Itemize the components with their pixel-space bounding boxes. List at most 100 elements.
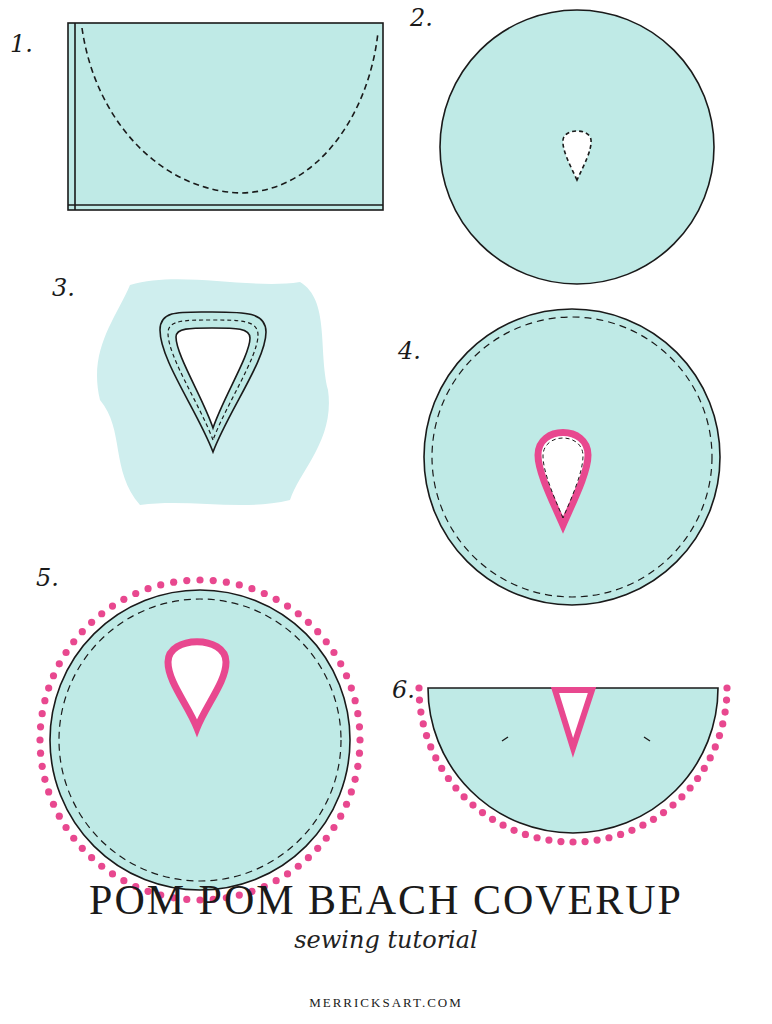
folded-fabric: [68, 23, 383, 210]
pom-pom: [356, 736, 363, 743]
website: MERRICKSART.COM: [309, 995, 463, 1011]
pom-pom: [120, 596, 127, 603]
pom-pom: [41, 697, 48, 704]
pom-pom: [323, 638, 330, 645]
pom-pom: [719, 720, 726, 727]
pom-pom: [461, 793, 468, 800]
pom-pom: [50, 672, 57, 679]
pom-pom: [210, 577, 217, 584]
pom-pom: [417, 708, 424, 715]
pom-pom: [337, 813, 344, 820]
pom-pom: [50, 801, 57, 808]
pom-pom: [37, 750, 44, 757]
pom-pom: [545, 837, 552, 844]
pom-pom: [569, 838, 576, 845]
pom-pom: [712, 743, 719, 750]
pom-pom: [716, 732, 723, 739]
pom-pom: [639, 822, 646, 829]
pom-pom: [323, 835, 330, 842]
pom-pom: [694, 775, 701, 782]
pom-pom: [337, 660, 344, 667]
pom-pom: [452, 784, 459, 791]
pom-pom: [469, 802, 476, 809]
step-number: 2.: [410, 4, 433, 32]
fabric-circle: [36, 576, 363, 903]
pom-pom: [79, 845, 86, 852]
pom-pom: [343, 672, 350, 679]
title: POM POM BEACH COVERUP: [89, 876, 683, 924]
pom-pom: [36, 736, 43, 743]
pom-pom: [348, 684, 355, 691]
pom-pom: [295, 863, 302, 870]
pom-pom: [236, 581, 243, 588]
pom-pom: [56, 660, 63, 667]
pom-pom: [593, 837, 600, 844]
pom-pom: [295, 610, 302, 617]
pom-pom: [628, 827, 635, 834]
pom-pom: [62, 649, 69, 656]
fabric-circle: [424, 309, 720, 605]
pom-pom: [98, 610, 105, 617]
pom-pom: [314, 845, 321, 852]
pom-pom: [79, 628, 86, 635]
pom-pom: [348, 788, 355, 795]
pom-pom: [557, 838, 564, 845]
pom-pom: [98, 863, 105, 870]
pom-pom: [305, 854, 312, 861]
pom-pom: [157, 581, 164, 588]
pom-pom: [510, 827, 517, 834]
pom-pom: [415, 684, 422, 691]
pom-pom: [109, 602, 116, 609]
pom-pom: [56, 813, 63, 820]
pom-pom: [522, 831, 529, 838]
step-number: 1.: [10, 30, 33, 58]
fabric-circle: [440, 10, 714, 284]
pom-pom: [423, 732, 430, 739]
pom-pom: [45, 788, 52, 795]
pom-pom: [41, 776, 48, 783]
pom-pom: [170, 579, 177, 586]
pom-pom: [707, 754, 714, 761]
pom-pom: [660, 809, 667, 816]
pom-pom: [723, 696, 730, 703]
pom-pom: [427, 743, 434, 750]
pom-pom: [45, 684, 52, 691]
pom-pom: [70, 638, 77, 645]
pom-pom: [678, 793, 685, 800]
pom-pom: [62, 824, 69, 831]
pom-pom: [356, 750, 363, 757]
step-number: 5.: [36, 564, 59, 592]
pom-pom: [687, 784, 694, 791]
pom-pom: [314, 628, 321, 635]
pom-pom: [330, 649, 337, 656]
pom-pom: [70, 835, 77, 842]
pom-pom: [352, 776, 359, 783]
pom-pom: [354, 763, 361, 770]
pom-pom: [669, 802, 676, 809]
pom-pom: [39, 710, 46, 717]
pom-pom: [533, 834, 540, 841]
pom-pom: [445, 775, 452, 782]
folded-coverup: [415, 684, 730, 845]
pom-pom: [88, 619, 95, 626]
pom-pom: [196, 576, 203, 583]
neckline-closeup: [97, 279, 329, 505]
pom-pom: [416, 696, 423, 703]
pom-pom: [261, 590, 268, 597]
pom-pom: [144, 585, 151, 592]
pom-pom: [617, 831, 624, 838]
step-number: 3.: [52, 274, 75, 302]
pom-pom: [701, 765, 708, 772]
step-number: 6.: [392, 676, 415, 704]
pom-pom: [88, 854, 95, 861]
pom-pom: [581, 838, 588, 845]
pom-pom: [305, 619, 312, 626]
pom-pom: [183, 577, 190, 584]
pom-pom: [273, 596, 280, 603]
pom-pom: [352, 697, 359, 704]
caption: sewing tutorial: [294, 926, 478, 954]
pom-pom: [343, 801, 350, 808]
pom-pom: [284, 602, 291, 609]
pom-pom: [109, 870, 116, 877]
